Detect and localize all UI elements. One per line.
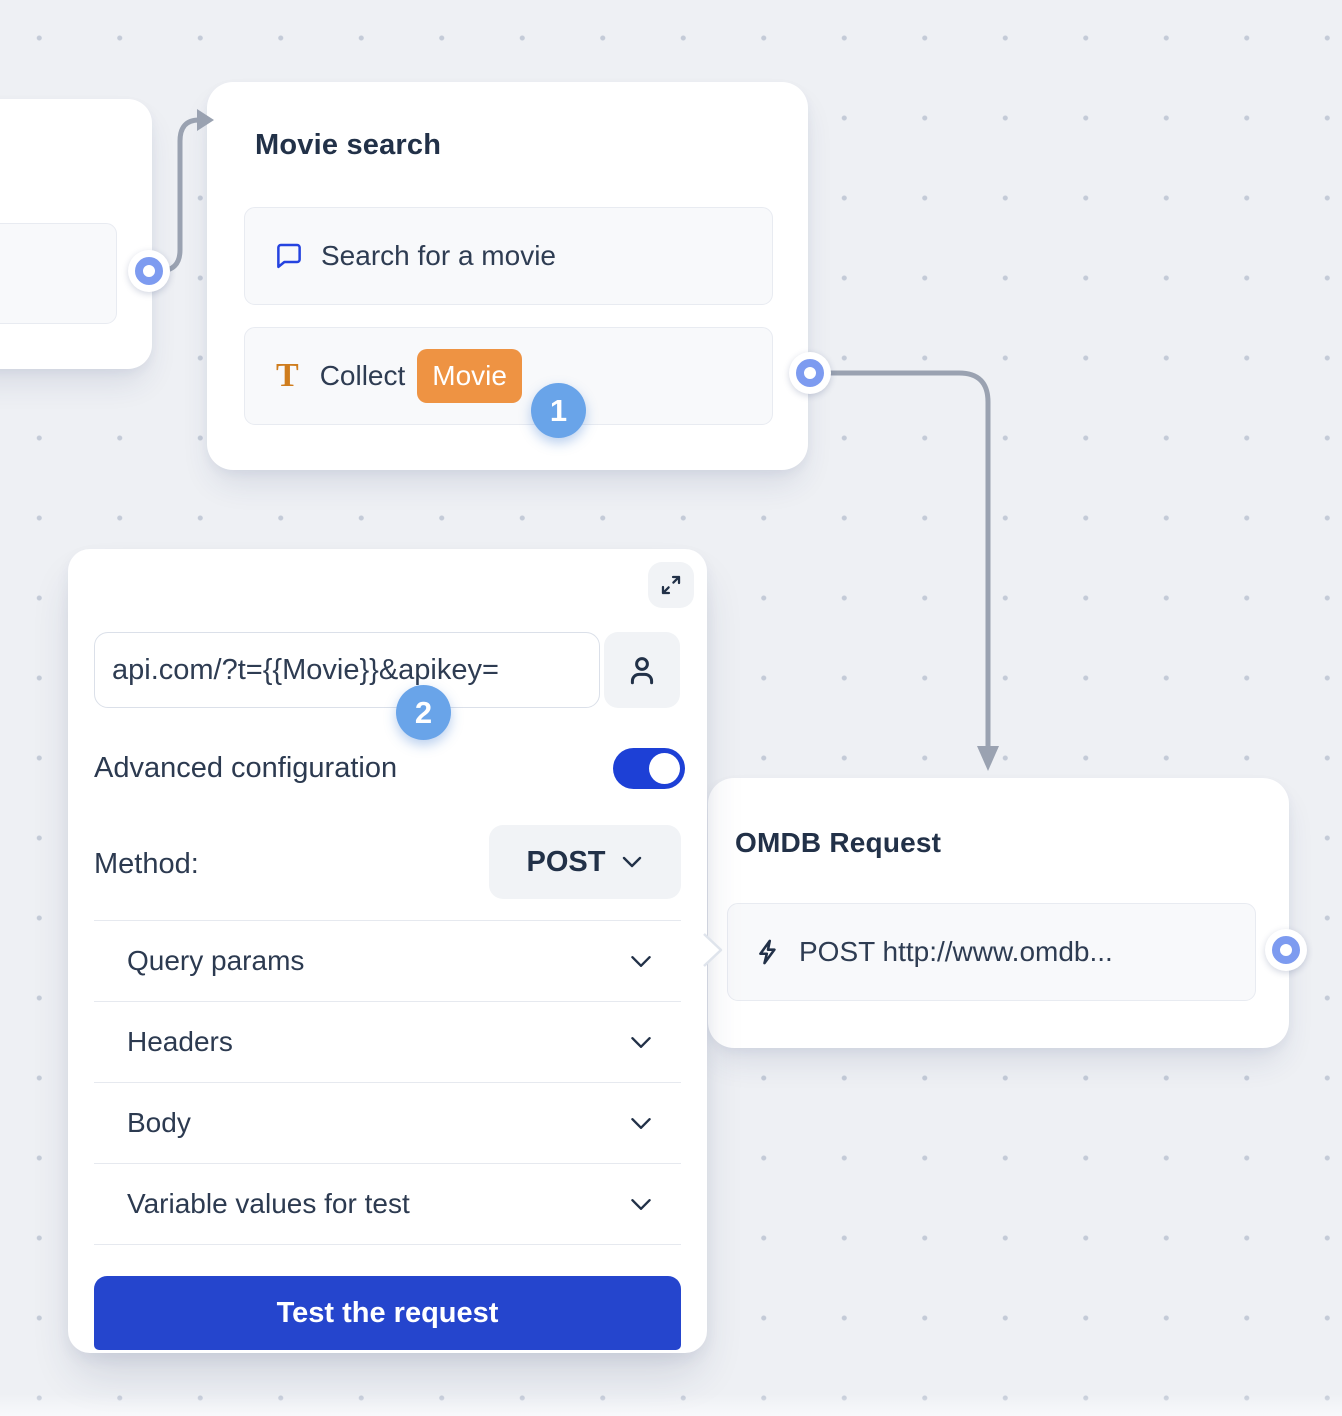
- node-item-label: Search for a movie: [321, 240, 556, 271]
- insert-variable-button[interactable]: [604, 632, 680, 708]
- advanced-configuration-label: Advanced configuration: [94, 752, 398, 784]
- accordion-sections: Query params Headers Body Variable value…: [94, 920, 681, 1245]
- chevron-down-icon: [629, 954, 653, 969]
- section-label: Headers: [127, 1026, 233, 1057]
- chevron-down-icon: [629, 1035, 653, 1050]
- lightning-icon: [754, 937, 782, 967]
- node-title: OMDB Request: [735, 827, 942, 858]
- node-item-collect-movie[interactable]: T Collect Movie: [244, 327, 773, 425]
- section-body[interactable]: Body: [94, 1083, 681, 1164]
- port-ring: [135, 257, 163, 285]
- movie-search-node-card[interactable]: Movie search Search for a movie T Collec…: [207, 82, 808, 470]
- node-title: Movie search: [255, 129, 442, 161]
- connector-movie-to-omdb: [809, 370, 991, 751]
- method-label: Method:: [94, 848, 199, 880]
- left-partial-node-card[interactable]: [0, 99, 152, 369]
- chevron-down-icon: [629, 1116, 653, 1131]
- port-ring: [1272, 936, 1300, 964]
- section-label: Query params: [127, 945, 305, 976]
- advanced-configuration-toggle[interactable]: [613, 748, 685, 789]
- section-query-params[interactable]: Query params: [94, 921, 681, 1002]
- port-ring: [796, 359, 824, 387]
- node-item-search-for-movie[interactable]: Search for a movie: [244, 207, 773, 305]
- step-badge-1: 1: [531, 383, 586, 438]
- section-label: Variable values for test: [127, 1188, 410, 1219]
- omdb-request-node-card[interactable]: OMDB Request POST http://www.omdb...: [708, 778, 1289, 1048]
- output-port-movie-search[interactable]: [789, 352, 831, 394]
- url-input-value: api.com/?t={{Movie}}&apikey=: [112, 653, 499, 686]
- chevron-down-icon: [629, 1197, 653, 1212]
- arrowhead-down-icon: [977, 746, 999, 771]
- left-partial-node-item[interactable]: [0, 223, 117, 324]
- section-label: Body: [127, 1107, 191, 1138]
- person-icon: [624, 652, 660, 688]
- section-headers[interactable]: Headers: [94, 1002, 681, 1083]
- connector-left-to-movie: [147, 117, 203, 274]
- chat-bubble-icon: [274, 241, 304, 271]
- chevron-down-icon: [621, 855, 643, 869]
- toggle-knob: [649, 753, 680, 784]
- output-port-omdb[interactable]: [1265, 929, 1307, 971]
- method-value: POST: [526, 845, 606, 878]
- text-collect-icon: T: [276, 357, 299, 394]
- node-item-label: POST http://www.omdb...: [799, 936, 1113, 967]
- node-item-omdb-post[interactable]: POST http://www.omdb...: [727, 903, 1256, 1001]
- variable-chip-movie[interactable]: Movie: [417, 349, 522, 403]
- method-dropdown[interactable]: POST: [489, 825, 681, 899]
- output-port-left-node[interactable]: [128, 250, 170, 292]
- webhook-config-panel[interactable]: api.com/?t={{Movie}}&apikey= Advanced co…: [68, 549, 707, 1353]
- section-variable-values[interactable]: Variable values for test: [94, 1164, 681, 1245]
- step-badge-2: 2: [396, 685, 451, 740]
- node-item-label: Collect: [319, 360, 406, 391]
- expand-button[interactable]: [648, 562, 694, 608]
- expand-icon: [658, 572, 684, 598]
- url-input[interactable]: api.com/?t={{Movie}}&apikey=: [94, 632, 600, 708]
- test-request-button[interactable]: Test the request: [94, 1276, 681, 1350]
